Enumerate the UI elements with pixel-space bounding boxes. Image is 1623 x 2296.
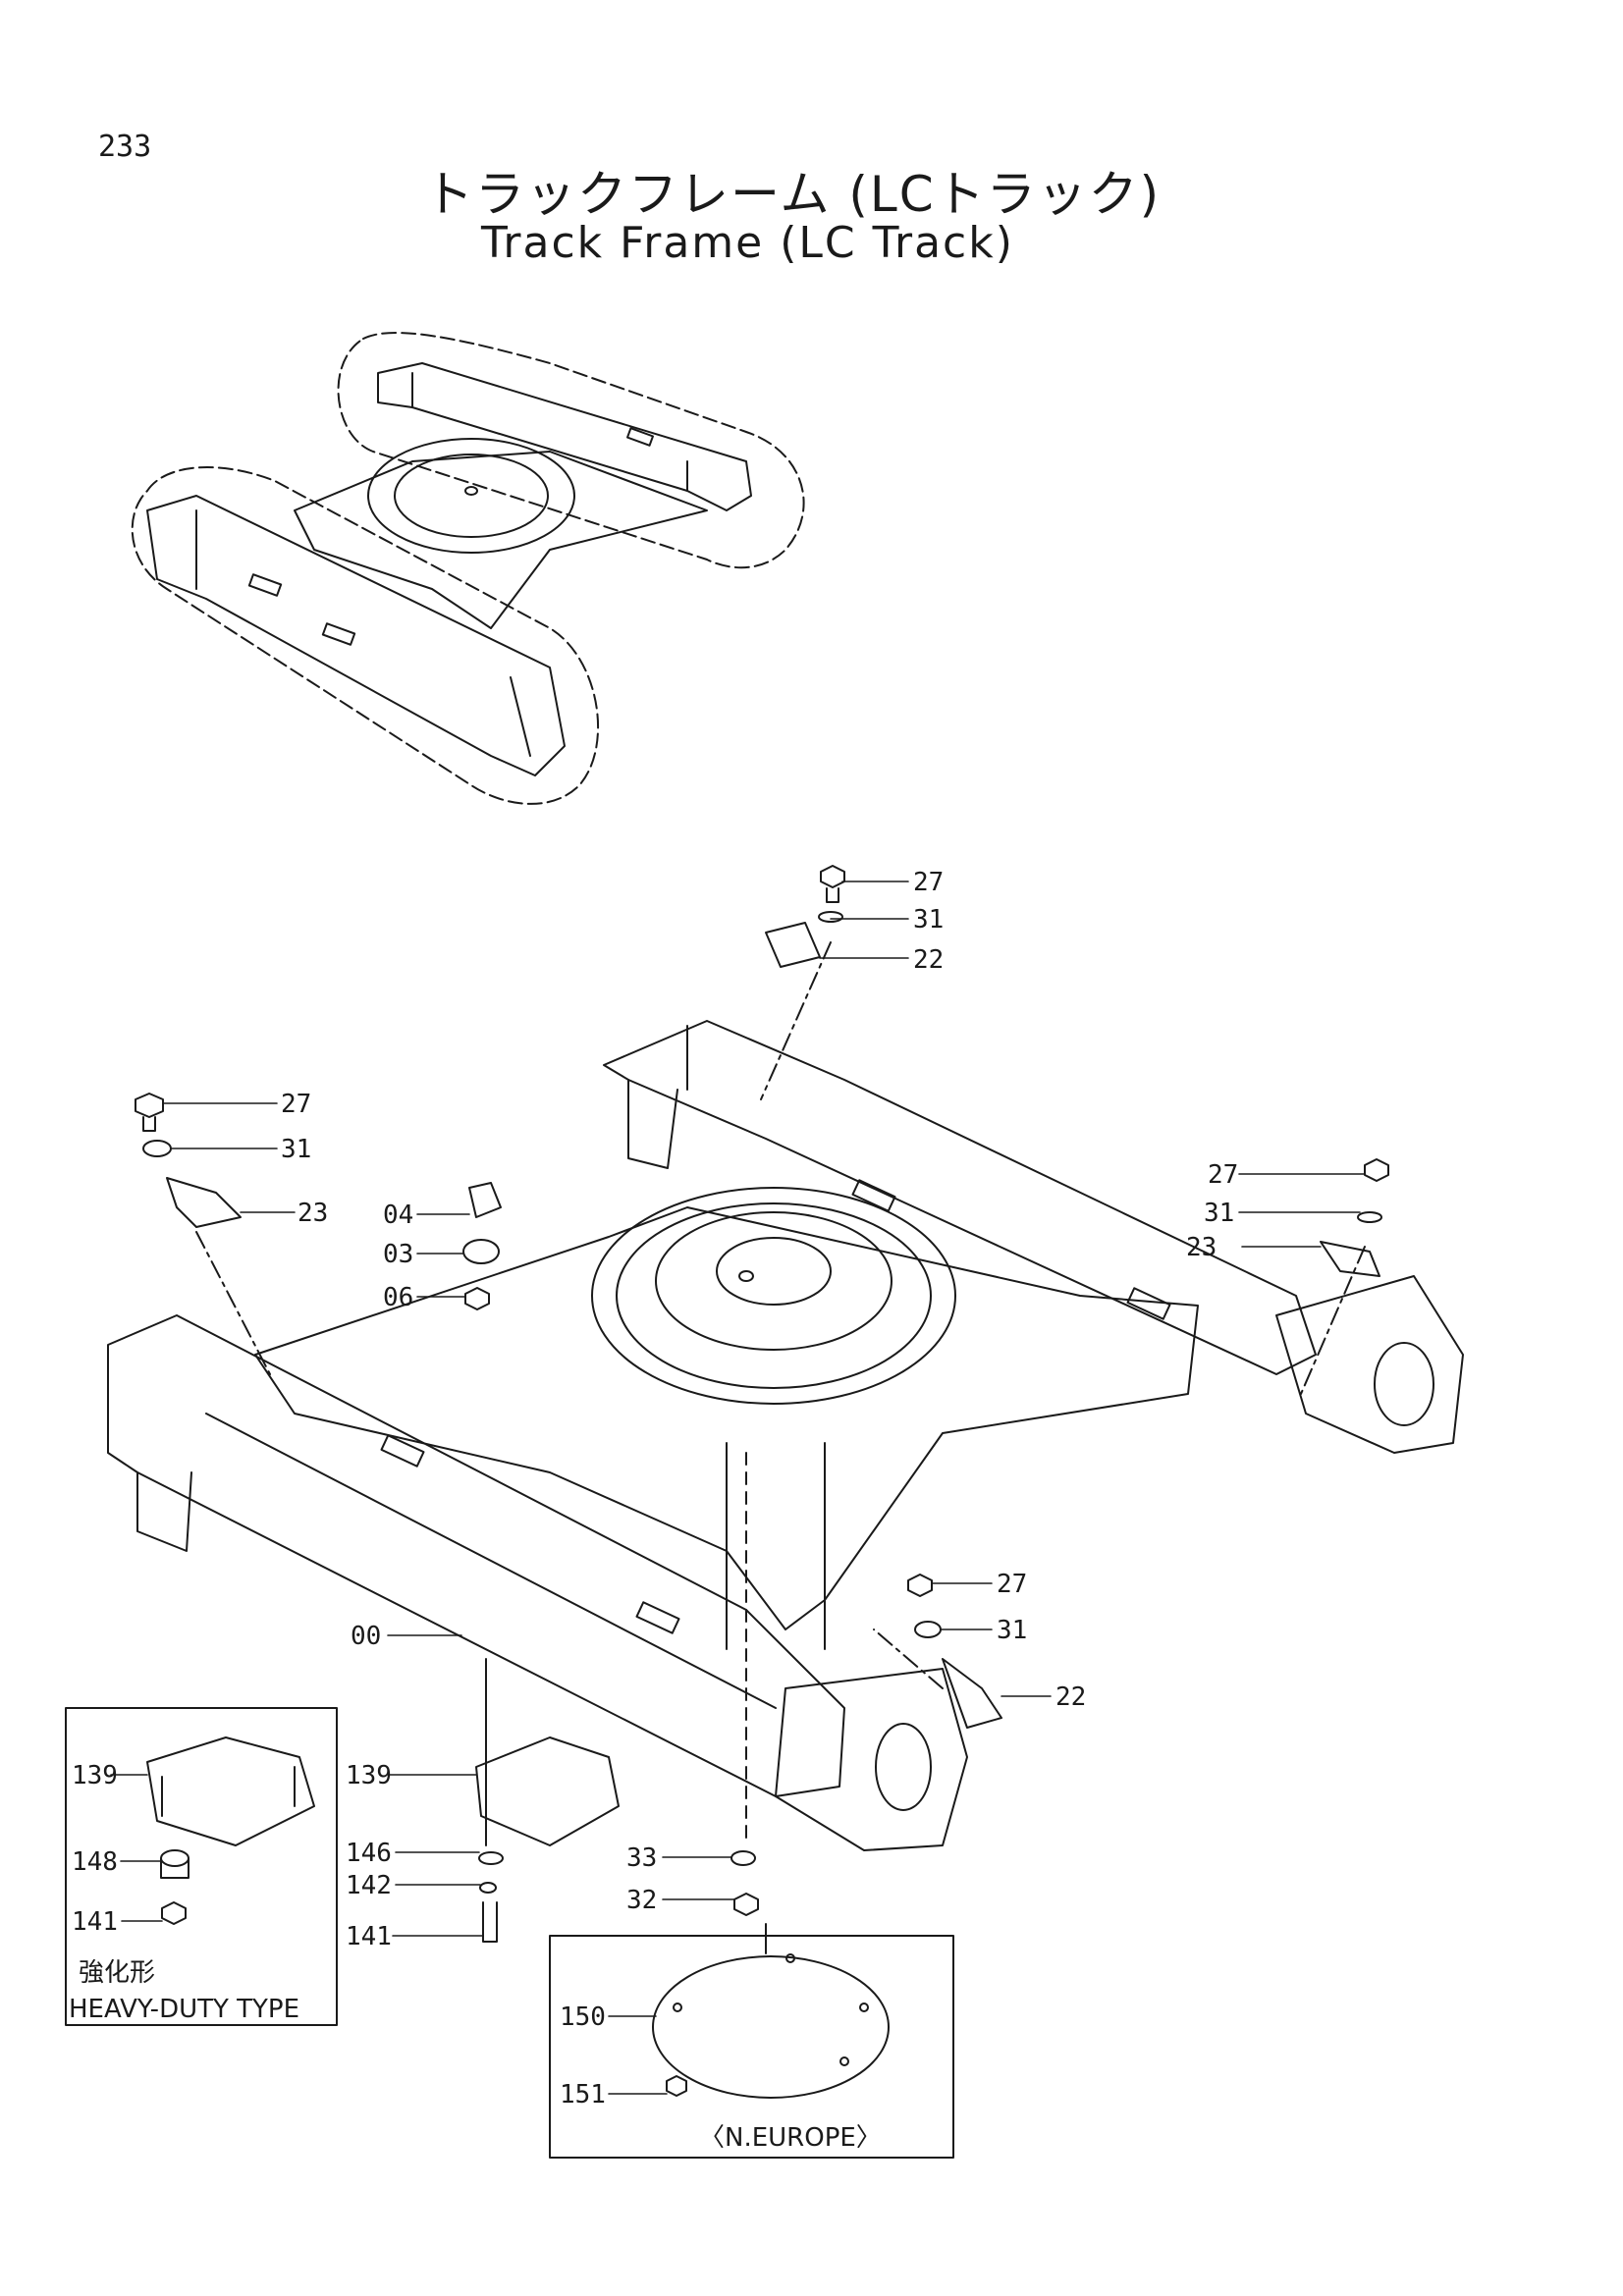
title-english: Track Frame (LC Track) <box>481 218 1014 268</box>
callout-33: 33 <box>626 1843 657 1873</box>
cover-plate <box>652 1955 890 2099</box>
callout-04: 04 <box>383 1201 413 1230</box>
heavy-duty-caption-en: HEAVY-DUTY TYPE <box>69 1995 299 2024</box>
north-europe-box <box>549 1935 954 2159</box>
callout-139-main: 139 <box>346 1761 392 1790</box>
callout-31-lower: 31 <box>997 1616 1027 1645</box>
main-track-frame-drawing <box>107 1020 1464 1851</box>
title-japanese: トラックフレーム (LCトラック) <box>424 166 1162 223</box>
callout-31-top: 31 <box>913 905 944 934</box>
callout-27-lower: 27 <box>997 1570 1027 1599</box>
callout-142: 142 <box>346 1871 392 1900</box>
callout-labels: 27 31 22 27 31 23 04 03 06 27 31 23 27 3… <box>72 868 1238 2109</box>
callout-151: 151 <box>560 2080 606 2109</box>
callout-00: 00 <box>351 1622 381 1651</box>
north-europe-caption: 〈N.EUROPE〉 <box>699 2123 882 2153</box>
callout-22-lower: 22 <box>1055 1682 1086 1712</box>
heavy-duty-box <box>65 1707 338 2026</box>
callout-03: 03 <box>383 1240 413 1269</box>
callout-146: 146 <box>346 1839 392 1868</box>
callout-150: 150 <box>560 2002 606 2032</box>
callout-31-right: 31 <box>1204 1199 1234 1228</box>
page-number: 233 <box>98 130 152 164</box>
callout-27-left: 27 <box>281 1090 311 1119</box>
callout-32: 32 <box>626 1886 657 1915</box>
callout-23-left: 23 <box>298 1199 328 1228</box>
callout-06: 06 <box>383 1283 413 1312</box>
callout-148: 148 <box>72 1847 118 1877</box>
callout-141-heavy: 141 <box>72 1907 118 1937</box>
callout-139-heavy: 139 <box>72 1761 118 1790</box>
callout-31-left: 31 <box>281 1135 311 1164</box>
heavy-duty-inset: 強化形 HEAVY-DUTY TYPE <box>65 1707 338 2026</box>
north-europe-inset: 〈N.EUROPE〉 <box>549 1935 954 2159</box>
callout-23-right: 23 <box>1186 1233 1217 1262</box>
callout-141-main: 141 <box>346 1922 392 1951</box>
overview-undercarriage-drawing <box>131 332 805 805</box>
callout-27-top: 27 <box>913 868 944 897</box>
heavy-duty-caption-jp: 強化形 <box>79 1958 155 1988</box>
callout-27-right: 27 <box>1208 1160 1238 1190</box>
callout-22-top: 22 <box>913 945 944 975</box>
callout-leaders <box>110 881 1366 2095</box>
